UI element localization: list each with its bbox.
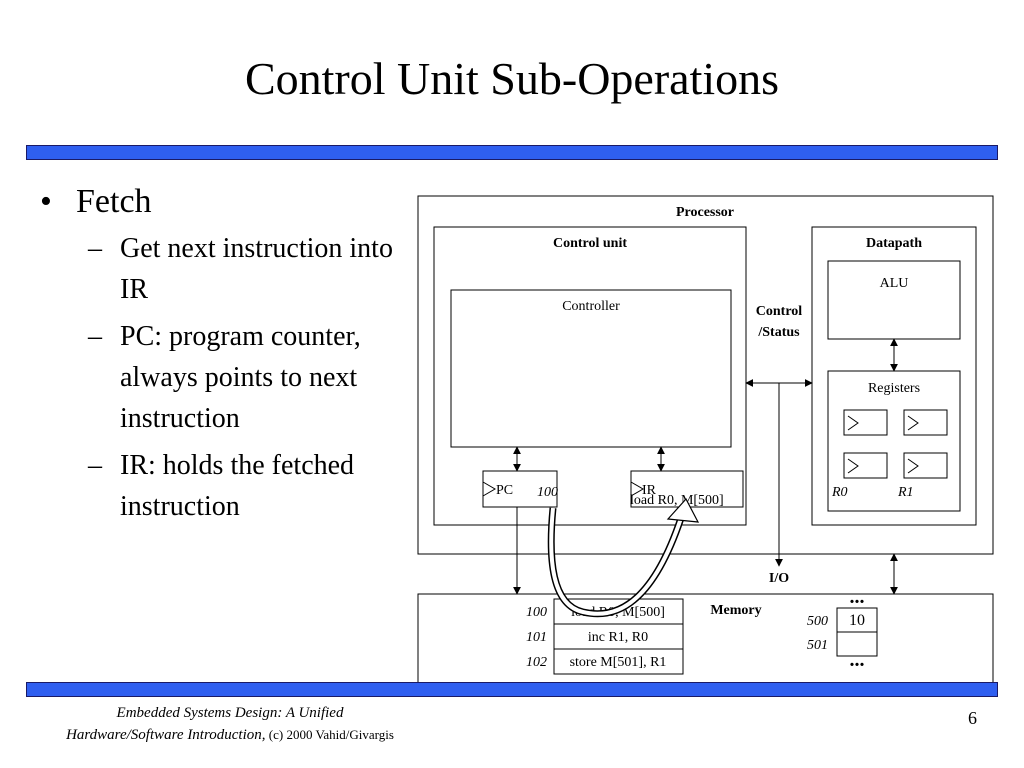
sub-bullet: – Get next instruction into IR [40, 228, 410, 310]
memory-address: 102 [526, 655, 547, 670]
alu-label: ALU [880, 276, 909, 291]
memory-cell [553, 648, 684, 675]
slide-number: 6 [968, 708, 977, 728]
memory-box [417, 593, 994, 684]
r0-label: R0 [831, 485, 848, 500]
bullet-list: • Fetch – Get next instruction into IR –… [40, 180, 410, 533]
footer-credit: Embedded Systems Design: A Unified Hardw… [30, 703, 430, 746]
fetch-flow-arrowhead [666, 497, 700, 523]
datapath-label: Datapath [866, 236, 922, 251]
r1-label: R1 [897, 485, 914, 500]
sub-bullet: – PC: program counter, always points to … [40, 316, 410, 439]
memory-label: Memory [710, 603, 761, 618]
memory-content: inc R1, R0 [588, 630, 648, 645]
control-unit-label: Control unit [553, 236, 627, 251]
register-cell [903, 452, 948, 479]
slide-title: Control Unit Sub-Operations [244, 53, 780, 104]
pc-clock-triangle [482, 481, 496, 497]
data-cell [836, 631, 878, 657]
registers-box [827, 370, 961, 512]
dash-mark: – [88, 321, 102, 352]
control-status-label-line1: Control [756, 304, 803, 319]
register-cell [843, 452, 888, 479]
io-label: I/O [769, 571, 789, 586]
sub-bullet-text: PC: program counter, always points to ne… [120, 321, 361, 434]
registers-label: Registers [868, 381, 920, 396]
data-address: 501 [807, 638, 828, 653]
memory-address: 100 [526, 605, 547, 620]
top-divider-bar [26, 145, 998, 160]
register-cell [903, 409, 948, 436]
dash-mark: – [88, 233, 102, 264]
data-content: 10 [849, 612, 865, 629]
controller-box [450, 289, 732, 448]
dash-mark: – [88, 450, 102, 481]
ellipsis-top: ... [850, 586, 865, 608]
footer-line-2-plain: (c) 2000 Vahid/Givargis [265, 727, 394, 742]
ellipsis-bottom: ... [850, 649, 865, 671]
register-clock-triangle [907, 415, 919, 431]
processor-label: Processor [676, 205, 734, 220]
bottom-divider-bar [26, 682, 998, 697]
bullet-main-text: Fetch [76, 183, 152, 220]
memory-address: 101 [526, 630, 547, 645]
ir-label: IR [642, 483, 657, 498]
fetch-flow-arrow-fill [549, 507, 685, 616]
register-clock-triangle [907, 458, 919, 474]
pc-label: PC [496, 483, 513, 498]
ir-value: load R0, M[500] [630, 493, 724, 508]
register-cell [843, 409, 888, 436]
controller-label: Controller [562, 299, 620, 314]
bullet-dot: • [40, 183, 52, 220]
memory-content: store M[501], R1 [570, 655, 667, 670]
datapath-box [811, 226, 977, 526]
control-status-label-line2: /Status [757, 325, 800, 340]
processor-box [417, 195, 994, 555]
bullet-main: • Fetch [40, 180, 410, 224]
footer-line-1: Embedded Systems Design: A Unified [116, 705, 344, 721]
register-clock-triangle [847, 458, 859, 474]
control-unit-box [433, 226, 747, 526]
data-address: 500 [807, 614, 828, 629]
pc-value: 100 [537, 485, 558, 500]
sub-bullet-text: Get next instruction into IR [120, 233, 393, 305]
sub-bullet-text: IR: holds the fetched instruction [120, 450, 355, 522]
sub-bullet: – IR: holds the fetched instruction [40, 445, 410, 527]
register-clock-triangle [847, 415, 859, 431]
footer-line-2: Hardware/Software Introduction, (c) 2000… [30, 724, 430, 746]
footer-line-2-italic: Hardware/Software Introduction, [66, 727, 266, 743]
ir-clock-triangle [630, 481, 644, 497]
alu-box [827, 260, 961, 340]
